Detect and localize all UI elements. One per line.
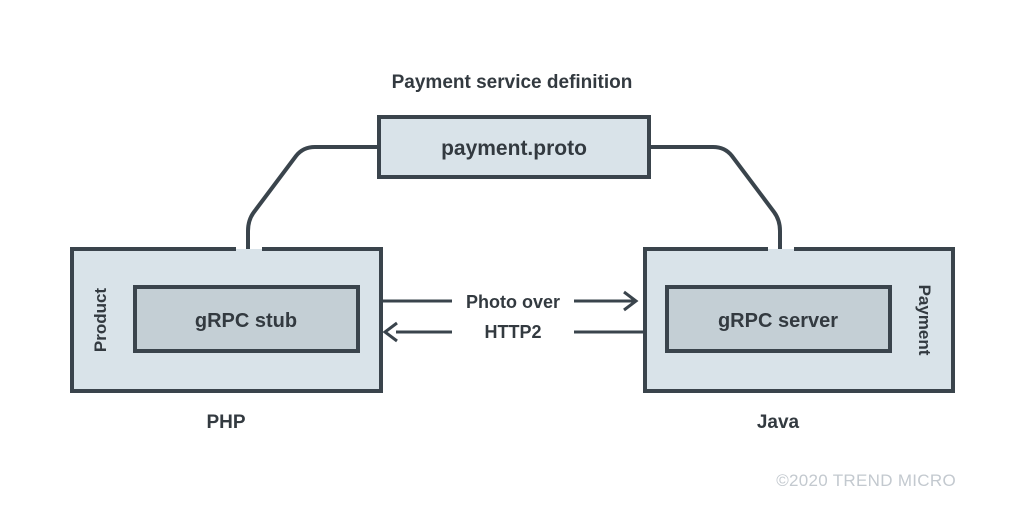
transport-label-line2: HTTP2 <box>484 322 541 342</box>
right-service-container: Payment gRPC server <box>643 247 955 393</box>
transport-arrow-request <box>381 290 639 312</box>
connector-proto-to-server-path <box>649 145 782 268</box>
right-service-footer-label: Java <box>757 412 800 433</box>
left-service-footer-label: PHP <box>206 412 245 433</box>
transport-response-arrowhead <box>382 321 398 343</box>
right-service-outline <box>643 247 955 393</box>
right-inner-box-label: gRPC server <box>718 310 838 332</box>
diagram-title: Payment service definition <box>392 72 633 93</box>
right-inner-box-fill <box>667 287 890 351</box>
left-inner-box-fill <box>135 287 358 351</box>
right-inner-box-outline <box>665 285 892 353</box>
transport-request-arrowhead <box>623 290 639 312</box>
right-service-side-label: Payment <box>915 285 934 356</box>
left-service-outline <box>70 247 383 393</box>
definition-box-label: payment.proto <box>441 137 587 160</box>
left-service-side-label: Product <box>91 288 110 353</box>
left-service-container: Product gRPC stub <box>70 247 383 393</box>
left-inner-box-outline <box>133 285 360 353</box>
definition-box-fill <box>379 117 649 177</box>
left-inner-box-label: gRPC stub <box>195 310 297 332</box>
copyright-notice: ©2020 TREND MICRO <box>776 471 956 490</box>
transport-label-line1: Photo over <box>466 292 560 312</box>
definition-box: payment.proto <box>377 115 651 179</box>
transport-arrow-response <box>382 321 645 343</box>
connector-proto-to-stub-path <box>246 145 379 268</box>
